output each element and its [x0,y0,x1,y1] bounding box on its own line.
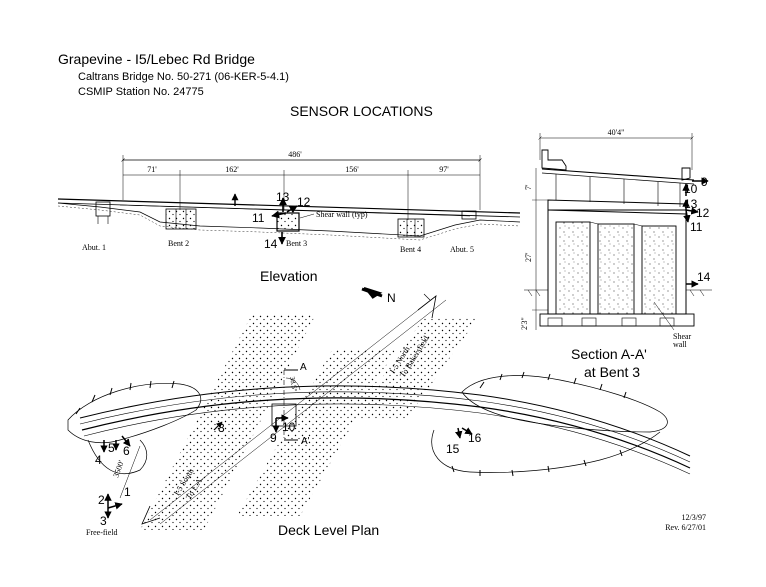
shear-wall-note: Shear wall (typ) [316,210,368,219]
support-abut-1: Abut. 1 [82,243,106,252]
elev-sensor-14: 14 [264,237,278,251]
plan-sensor-10: 10 [282,420,296,434]
elevation-label: Elevation [260,268,318,284]
sensor-locations-heading: SENSOR LOCATIONS [290,103,433,119]
plan-sensor-8: 8 [218,421,225,435]
north-arrow-icon [361,287,383,298]
section-sensor-12: 12 [696,206,710,220]
section-height-7: 7' [524,184,533,190]
drawing-date: 12/3/97 [682,513,706,522]
plan-sensor-5: 5 [108,441,115,455]
revision-date: Rev. 6/27/01 [665,523,706,532]
section-height-2-3: 2'3" [520,317,529,330]
plan-sensor-4: 4 [95,453,102,467]
section-shear-wall-label-2: wall [673,340,688,349]
elevation-view: 486' 71' 162' 156' 97' [57,150,521,284]
caltrans-bridge-number: Caltrans Bridge No. 50-271 (06-KER-5-4.1… [78,71,289,83]
section-sensor-10: 10 [684,182,698,196]
plan-sensor-2: 2 [98,493,105,507]
dim-span-1: 71' [147,165,157,174]
elev-sensor-12: 12 [297,195,311,209]
north-label: N [387,291,396,305]
section-label-line-2: at Bent 3 [584,364,640,380]
plan-label: Deck Level Plan [278,522,379,538]
plan-sensor-16: 16 [468,431,482,445]
sheet-title: Grapevine - I5/Lebec Rd Bridge [58,51,255,67]
dim-span-2: 162' [225,165,239,174]
elev-sensor-11: 11 [252,211,265,225]
section-shear-wall-label-1: Shear [673,332,692,341]
section-sensor-11: 11 [690,220,703,234]
section-sensor-14: 14 [697,270,711,284]
csmip-station-number: CSMIP Station No. 24775 [78,86,204,98]
plan-sensor-9: 9 [270,431,277,445]
curve-radius: 3500' [111,459,126,479]
plan-sensor-1: 1 [124,485,131,499]
dim-span-3: 156' [345,165,359,174]
dim-total-length: 486' [288,150,302,159]
support-bent-2: Bent 2 [168,239,189,248]
section-label-line-1: Section A-A' [571,346,647,362]
deck-level-plan: N A A' 38.5° I-5 No [67,287,691,538]
elev-sensor-13: 13 [276,190,290,204]
section-sensor-13: 13 [684,197,698,211]
free-field-label: Free-field [86,528,118,537]
skew-angle: 38.5° [288,376,299,392]
plan-sensor-6: 6 [123,444,130,458]
cut-label-a: A [300,362,307,373]
section-height-27: 27' [524,252,533,262]
plan-sensor-3: 3 [100,514,107,528]
section-width-dim: 40'4" [608,128,625,137]
support-bent-3: Bent 3 [286,239,307,248]
support-abut-5: Abut. 5 [450,245,474,254]
plan-sensor-15: 15 [446,442,460,456]
cut-label-a-prime: A' [301,436,310,447]
section-aa-view: 40'4" 7' 2 [520,128,712,380]
support-bent-4: Bent 4 [400,245,421,254]
section-sensor-9: 9 [701,175,708,189]
dim-span-4: 97' [439,165,449,174]
